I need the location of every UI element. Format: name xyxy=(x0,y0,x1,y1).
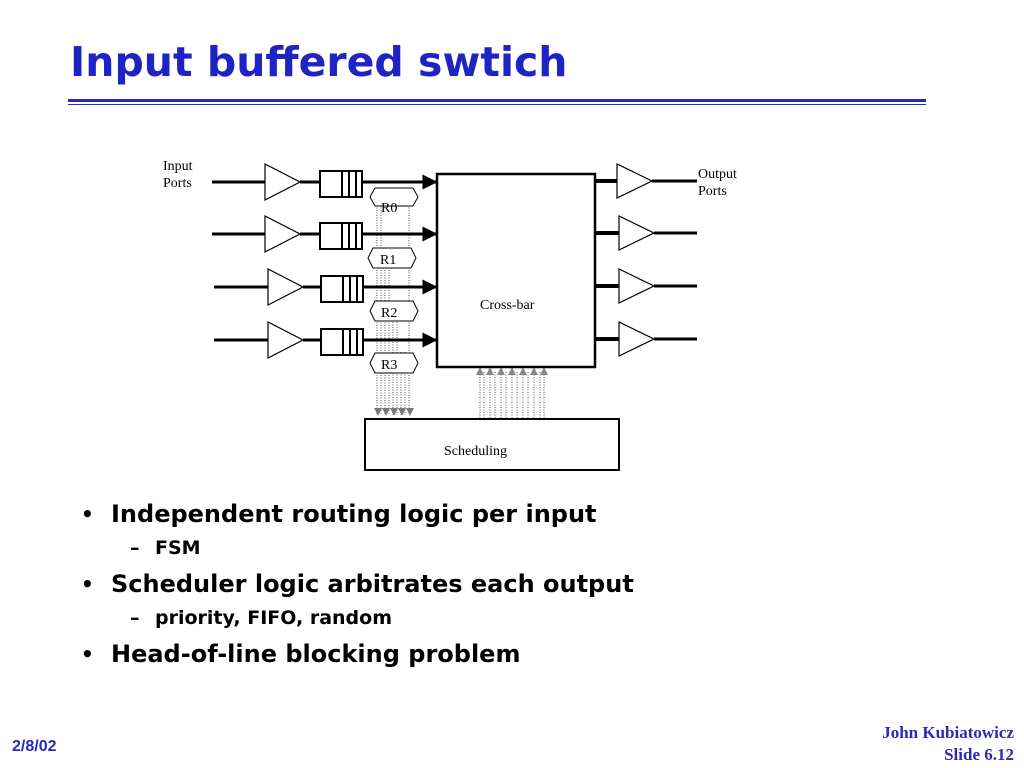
router-r3-label: R3 xyxy=(381,358,397,373)
input-port-1 xyxy=(212,215,438,253)
slide-title: Input buffered swtich xyxy=(70,38,568,86)
title-divider-thin xyxy=(68,104,926,105)
input-ports-label-line2: Ports xyxy=(163,176,192,191)
sub-bullet-item: –FSM xyxy=(78,529,634,567)
router-r3: R3 xyxy=(369,352,419,374)
scheduling-arrowheads-down xyxy=(374,408,414,416)
dash-marker: – xyxy=(130,537,140,559)
sub-bullet-text: priority, FIFO, random xyxy=(155,607,393,629)
footer-date: 2/8/02 xyxy=(12,738,57,755)
crossbar-label: Cross-bar xyxy=(480,298,535,313)
output-port-1 xyxy=(595,215,697,251)
sub-bullet-item: –priority, FIFO, random xyxy=(78,599,634,637)
input-buffered-switch-diagram: Input Ports Output Ports xyxy=(163,159,737,471)
crossbar-box xyxy=(435,172,597,369)
bullet-item: Scheduler logic arbitrates each output xyxy=(78,567,634,602)
input-port-3 xyxy=(214,321,438,359)
bullet-item: Independent routing logic per input xyxy=(78,497,634,532)
output-port-3 xyxy=(595,321,697,357)
dash-marker: – xyxy=(130,607,140,629)
output-ports-label-line2: Ports xyxy=(698,184,727,199)
router-r1-label: R1 xyxy=(380,253,396,268)
scheduling-label: Scheduling xyxy=(444,444,507,459)
footer-slide-number: Slide 6.12 xyxy=(944,745,1014,764)
router-r2: R2 xyxy=(369,300,419,322)
title-divider xyxy=(68,99,926,102)
footer-credits: John Kubiatowicz Slide 6.12 xyxy=(882,722,1014,766)
sub-bullet-text: FSM xyxy=(155,537,201,559)
crossbar-arrowheads-up xyxy=(476,367,548,375)
bullet-item: Head-of-line blocking problem xyxy=(78,637,634,672)
router-r0: R0 xyxy=(369,187,419,216)
crossbar-control-signals xyxy=(479,372,545,418)
footer-author: John Kubiatowicz xyxy=(882,723,1014,742)
output-port-0 xyxy=(595,163,697,199)
input-ports-label-line1: Input xyxy=(163,159,193,174)
router-r0-label: R0 xyxy=(381,201,397,216)
router-r1: R1 xyxy=(367,247,417,269)
input-port-0 xyxy=(212,163,438,201)
bullet-list: Independent routing logic per input –FSM… xyxy=(78,497,634,672)
scheduling-box xyxy=(364,418,620,471)
input-port-2 xyxy=(214,268,438,306)
router-r2-label: R2 xyxy=(381,306,397,321)
output-ports-label-line1: Output xyxy=(698,167,737,182)
output-port-2 xyxy=(595,268,697,304)
